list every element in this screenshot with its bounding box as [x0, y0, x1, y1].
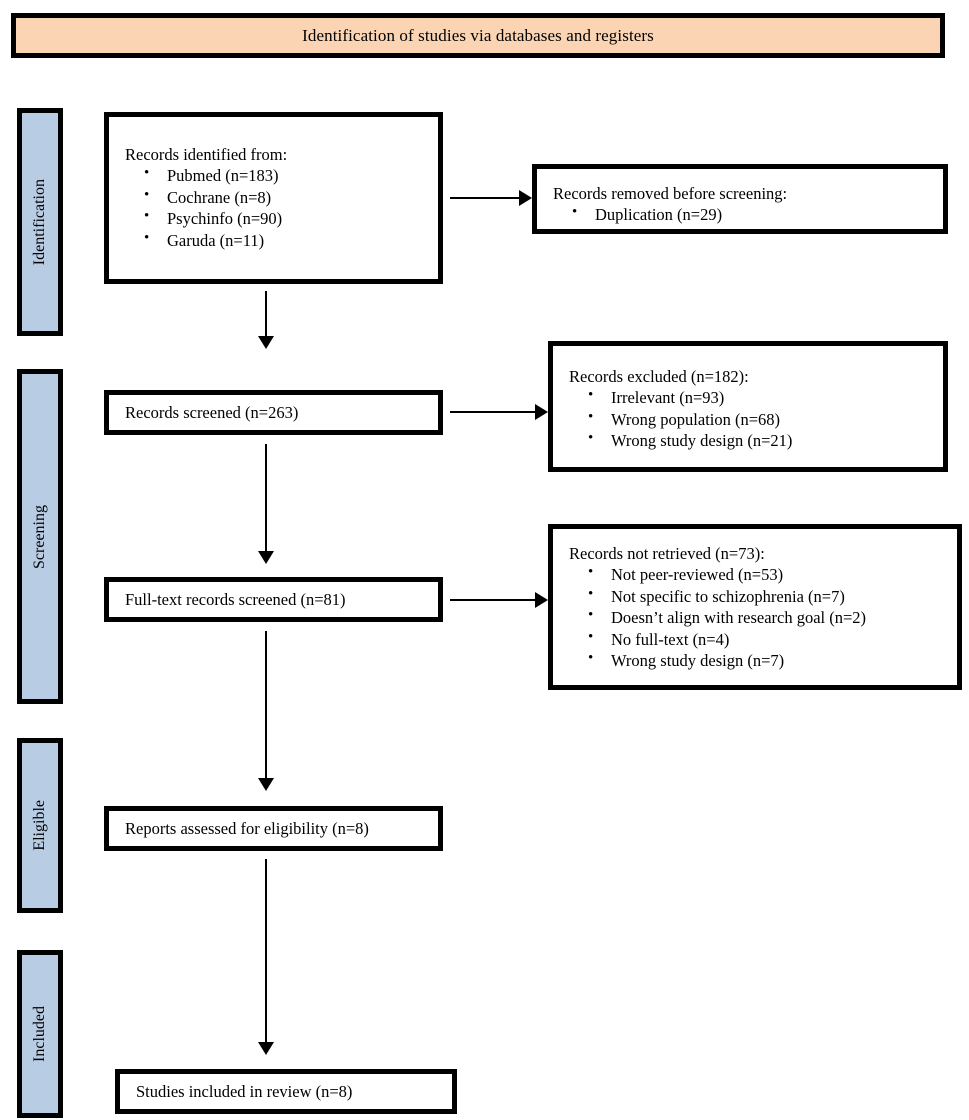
list-item: Not peer-reviewed (n=53) — [588, 563, 947, 585]
box-records-not-retrieved-list: Not peer-reviewed (n=53) Not specific to… — [569, 563, 947, 671]
list-item: Doesn’t align with research goal (n=2) — [588, 606, 947, 628]
arrow-head — [258, 778, 274, 791]
box-records-removed-list: Duplication (n=29) — [553, 203, 933, 225]
box-studies-included-heading: Studies included in review (n=8) — [136, 1081, 353, 1101]
list-item: Wrong population (n=68) — [588, 408, 933, 430]
box-reports-assessed-eligibility: Reports assessed for eligibility (n=8) — [104, 806, 443, 851]
list-item: Duplication (n=29) — [572, 203, 933, 225]
arrow-down-identified-to-screened-icon — [256, 291, 276, 349]
box-records-removed: Records removed before screening: Duplic… — [532, 164, 948, 234]
box-records-screened: Records screened (n=263) — [104, 390, 443, 435]
box-records-identified-heading: Records identified from: — [125, 145, 288, 164]
list-item: Cochrane (n=8) — [144, 186, 428, 208]
arrow-line — [450, 599, 536, 601]
arrow-line — [265, 291, 267, 338]
box-fulltext-records-screened-heading: Full-text records screened (n=81) — [125, 589, 346, 609]
arrow-line — [265, 444, 267, 553]
stage-label-included: Included — [31, 1006, 48, 1062]
stage-label-identification: Identification — [31, 178, 48, 266]
box-records-identified: Records identified from: Pubmed (n=183) … — [104, 112, 443, 284]
box-records-excluded-list: Irrelevant (n=93) Wrong population (n=68… — [569, 386, 933, 451]
diagram-header-banner: Identification of studies via databases … — [11, 13, 945, 58]
arrow-down-fulltext-to-eligibility-icon — [256, 631, 276, 791]
list-item: Garuda (n=11) — [144, 229, 428, 251]
list-item: Not specific to schizophrenia (n=7) — [588, 585, 947, 607]
list-item: Psychinfo (n=90) — [144, 207, 428, 229]
list-item: Pubmed (n=183) — [144, 164, 428, 186]
stage-bar-eligible: Eligible — [17, 738, 63, 913]
list-item: No full-text (n=4) — [588, 628, 947, 650]
box-records-removed-heading: Records removed before screening: — [553, 184, 788, 203]
arrow-head — [258, 336, 274, 349]
list-item: Wrong study design (n=21) — [588, 429, 933, 451]
box-records-screened-heading: Records screened (n=263) — [125, 402, 299, 422]
box-records-not-retrieved: Records not retrieved (n=73): Not peer-r… — [548, 524, 962, 690]
arrow-head — [519, 190, 532, 206]
arrow-down-eligibility-to-included-icon — [256, 859, 276, 1055]
stage-label-eligible: Eligible — [31, 800, 48, 851]
arrow-right-identified-to-removed-icon — [450, 190, 532, 206]
arrow-line — [450, 411, 536, 413]
list-item: Irrelevant (n=93) — [588, 386, 933, 408]
stage-bar-screening: Screening — [17, 369, 63, 704]
box-records-excluded-heading: Records excluded (n=182): — [569, 367, 749, 386]
arrow-line — [265, 859, 267, 1044]
box-records-excluded: Records excluded (n=182): Irrelevant (n=… — [548, 341, 948, 472]
diagram-title: Identification of studies via databases … — [302, 25, 654, 45]
arrow-head — [258, 551, 274, 564]
arrow-right-fulltext-to-notretrieved-icon — [450, 592, 548, 608]
arrow-down-screened-to-fulltext-icon — [256, 444, 276, 564]
arrow-head — [535, 404, 548, 420]
box-records-not-retrieved-heading: Records not retrieved (n=73): — [569, 544, 765, 563]
stage-bar-identification: Identification — [17, 108, 63, 336]
arrow-line — [265, 631, 267, 780]
stage-label-screening: Screening — [31, 504, 48, 569]
arrow-head — [535, 592, 548, 608]
box-reports-assessed-eligibility-heading: Reports assessed for eligibility (n=8) — [125, 818, 369, 838]
stage-bar-included: Included — [17, 950, 63, 1118]
list-item: Wrong study design (n=7) — [588, 649, 947, 671]
box-fulltext-records-screened: Full-text records screened (n=81) — [104, 577, 443, 622]
box-studies-included: Studies included in review (n=8) — [115, 1069, 457, 1114]
arrow-line — [450, 197, 520, 199]
arrow-right-screened-to-excluded-icon — [450, 404, 548, 420]
arrow-head — [258, 1042, 274, 1055]
box-records-identified-list: Pubmed (n=183) Cochrane (n=8) Psychinfo … — [125, 164, 428, 251]
